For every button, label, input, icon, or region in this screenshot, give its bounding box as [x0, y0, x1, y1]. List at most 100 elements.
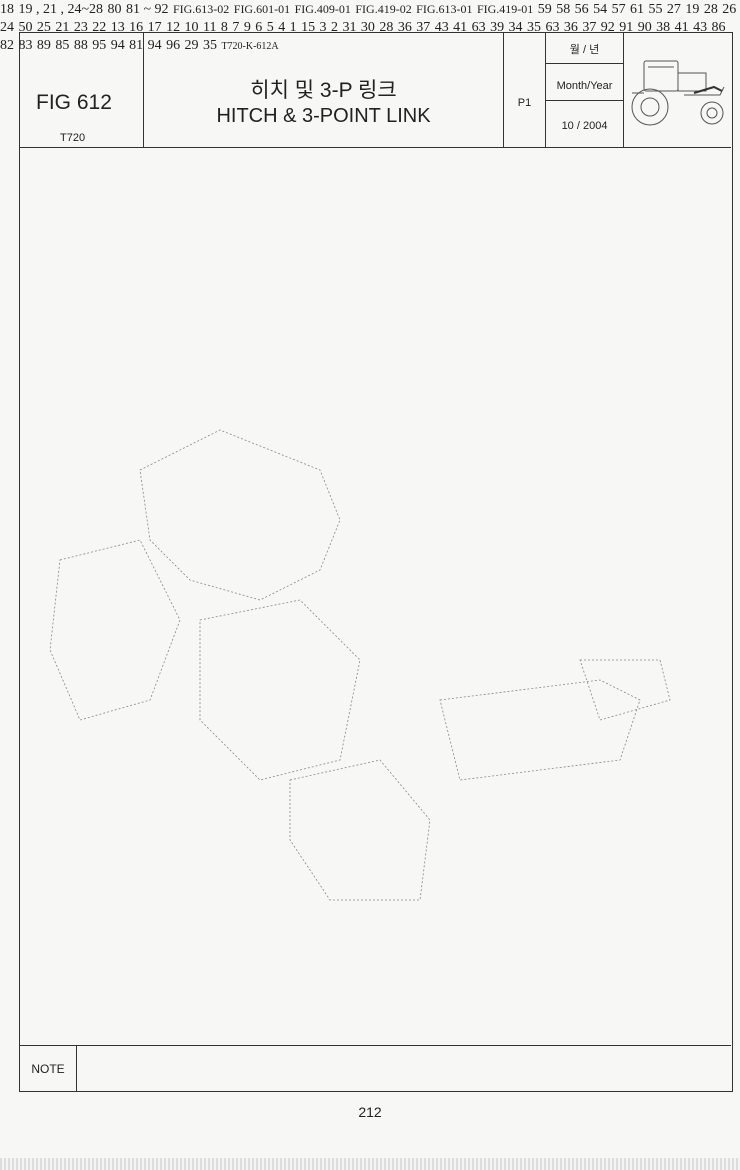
callout: 38	[656, 20, 671, 35]
callout: 56	[574, 2, 589, 17]
callout: 61	[630, 2, 645, 17]
fig-ref-613-02[interactable]: FIG.613-02	[173, 0, 234, 17]
callout: 24	[0, 20, 14, 35]
engine-silhouette	[49, 429, 671, 901]
callout: 91	[619, 20, 634, 35]
callout: 2	[331, 20, 338, 35]
callout: 36	[563, 20, 578, 35]
group-children-label: 81 ~ 92	[125, 2, 169, 17]
callout: 26	[722, 2, 737, 17]
callout: 13	[110, 20, 125, 35]
callout: 59	[537, 2, 552, 17]
callout: 6	[255, 20, 263, 35]
callout: 63	[471, 20, 486, 35]
callout: 86	[711, 20, 726, 35]
group-parent-label: 80	[107, 2, 122, 17]
callout: 28	[379, 20, 394, 35]
fig-ref-label: FIG.419-01	[476, 2, 534, 16]
callout-labels: 59 58 56 54 57 61 55 27 19 28 26 24 50 2…	[0, 0, 736, 53]
callout: 37	[416, 20, 431, 35]
tractor-icon	[631, 60, 725, 126]
fig-ref-613-01[interactable]: FIG.613-01	[416, 0, 477, 17]
callout: 8	[220, 20, 228, 35]
callout: 37	[582, 20, 597, 35]
callout: 43	[693, 20, 708, 35]
callout: 90	[637, 20, 652, 35]
callout: 82	[0, 38, 14, 53]
note-section: NOTE	[20, 1045, 731, 1092]
note-label: NOTE	[20, 1046, 77, 1092]
callout: 25	[36, 20, 51, 35]
callout: 10	[184, 20, 199, 35]
fig-ref-419-02[interactable]: FIG.419-02	[355, 0, 416, 17]
scan-edge	[0, 1158, 740, 1170]
callout: 35	[202, 38, 217, 53]
fig-ref-label: FIG.613-02	[172, 2, 230, 16]
callout: 12	[166, 20, 181, 35]
callout: 28	[703, 2, 718, 17]
callout: 41	[453, 20, 468, 35]
callout: 30	[360, 20, 375, 35]
callout: 63	[545, 20, 560, 35]
fig-ref-409-01[interactable]: FIG.409-01	[295, 0, 356, 17]
callout: 22	[92, 20, 107, 35]
fig-ref-419-01[interactable]: FIG.419-01	[477, 0, 538, 17]
callout: 81	[129, 38, 144, 53]
fig-ref-label: FIG.601-01	[233, 2, 291, 16]
page-frame: FIG 612 T720 히치 및 3-P 링크 HITCH & 3-POINT…	[19, 32, 733, 1092]
callout: 11	[202, 20, 217, 35]
callout: 85	[55, 38, 70, 53]
callout: 95	[92, 38, 107, 53]
month-year-label: Month/Year	[556, 80, 613, 92]
fig-ref-label: FIG.409-01	[294, 2, 351, 16]
callout: 39	[490, 20, 505, 35]
fig-ref-label: FIG.613-01	[416, 2, 473, 16]
callout: 58	[556, 2, 571, 17]
date-cell: 월 / 년 Month/Year 10 / 2004	[546, 33, 624, 147]
callout: 92	[600, 20, 615, 35]
header-block: FIG 612 T720 히치 및 3-P 링크 HITCH & 3-POINT…	[20, 33, 731, 148]
divider	[546, 100, 623, 101]
callout: 89	[36, 38, 51, 53]
fig-ref-601-01[interactable]: FIG.601-01	[234, 0, 295, 17]
group-children-label: 19 , 21 , 24~28	[18, 2, 104, 17]
callout: 36	[397, 20, 412, 35]
callout: 21	[55, 20, 70, 35]
tractor-icon-cell	[624, 33, 731, 147]
month-year-korean: 월 / 년	[569, 44, 600, 56]
callout: 55	[648, 2, 663, 17]
callout: 34	[508, 20, 523, 35]
group-parent-label: 18	[0, 2, 14, 17]
callout: 27	[666, 2, 681, 17]
callout: 15	[301, 20, 316, 35]
title-english: HITCH & 3-POINT LINK	[216, 105, 431, 127]
callout: 96	[166, 38, 181, 53]
callout: 17	[147, 20, 162, 35]
fig-label: FIG 612	[36, 91, 112, 114]
revision-date: 10 / 2004	[561, 120, 608, 132]
callout: 9	[243, 20, 251, 35]
page-cell: P1	[504, 33, 546, 147]
callout: 54	[593, 2, 608, 17]
title-korean: 히치 및 3-P 링크	[250, 79, 397, 102]
callout: 31	[342, 20, 357, 35]
drawing-code: T720-K-612A	[221, 41, 279, 52]
callout: 83	[18, 38, 33, 53]
callout: 35	[526, 20, 541, 35]
model-label: T720	[60, 132, 86, 144]
callout: 4	[278, 20, 286, 35]
callout: 88	[73, 38, 88, 53]
callout: 29	[184, 38, 199, 53]
callout: 50	[18, 20, 33, 35]
fig-ref-label: FIG.419-02	[355, 2, 412, 16]
callout: 94	[110, 38, 125, 53]
callout: 1	[289, 20, 297, 35]
callout: 16	[129, 20, 144, 35]
fig-cell: FIG 612 T720	[20, 33, 144, 147]
page-code: P1	[517, 97, 532, 109]
callout: 57	[611, 2, 626, 17]
callout: 7	[232, 20, 240, 35]
callout: 19	[685, 2, 700, 17]
page-number: 212	[358, 1104, 382, 1120]
